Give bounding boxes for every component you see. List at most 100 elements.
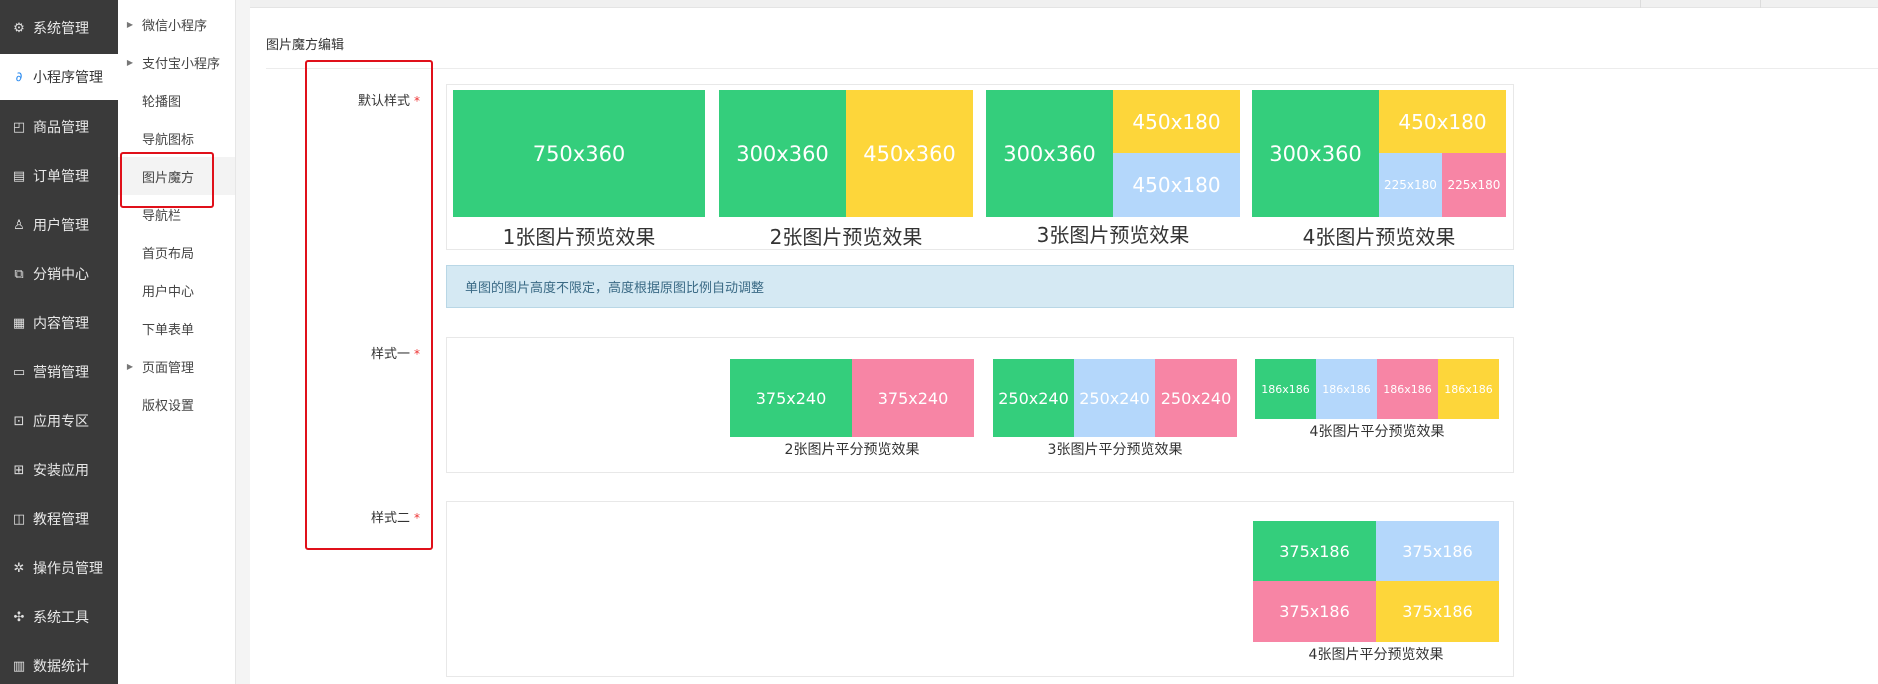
sidebar-item-label: 系统工具 [33,610,89,626]
sidebar-item-operators[interactable]: ✲ 操作员管理 [0,545,118,591]
submenu-item-label: 支付宝小程序 [142,56,221,72]
sidebar-item-label: 操作员管理 [33,561,103,577]
sidebar-item-marketing[interactable]: ▭ 营销管理 [0,349,118,395]
sidebar-item-label: 营销管理 [33,365,89,381]
style-two-panel[interactable]: 375x186 375x186 375x186 375x186 4张图片平分预览… [446,501,1514,677]
info-text: 单图的图片高度不限定，高度根据原图比例自动调整 [465,281,765,296]
preview-block: 225x180 [1442,153,1506,217]
preview-caption: 4张图片平分预览效果 [1308,647,1444,663]
book-icon: ◫ [12,511,26,527]
preview-caption: 2张图片平分预览效果 [784,442,920,458]
label-style-one: 样式一 * [270,343,420,362]
sidebar-item-miniprogram[interactable]: ∂ 小程序管理 [0,54,118,100]
preview-block: 225x180 [1379,153,1442,217]
preview-caption: 4张图片预览效果 [1302,225,1456,249]
sidebar-item-statistics[interactable]: ▥ 数据统计 [0,643,118,684]
sidebar-item-label: 商品管理 [33,120,89,136]
preview-caption: 2张图片预览效果 [769,225,923,249]
article-icon: ▦ [12,315,26,331]
preview-block: 375x186 [1253,581,1376,642]
label-style-two: 样式二* [270,507,420,526]
sidebar-item-orders[interactable]: ▤ 订单管理 [0,153,118,199]
preview-caption: 1张图片预览效果 [502,225,656,249]
user-icon: ♙ [13,217,25,233]
preview-block: 375x240 [852,359,974,437]
sidebar-item-users[interactable]: ♙ 用户管理 [0,202,118,248]
sidebar-item-system[interactable]: ⚙ 系统管理 [0,5,118,51]
submenu-item-label: 微信小程序 [142,18,208,34]
preview-block: 300x360 [986,90,1113,217]
submenu-item-image-cube[interactable]: 图片魔方 [118,157,235,195]
shopping-bag-icon: ◰ [12,119,26,135]
submenu-item-wechat[interactable]: ▶ 微信小程序 [118,5,235,43]
preview-block: 450x360 [846,90,973,217]
gear-icon: ⚙ [13,20,25,36]
style-one-panel[interactable]: 375x240 375x240 2张图片平分预览效果 250x240 250x2… [446,337,1514,473]
submenu-item-label: 导航栏 [142,208,182,224]
link-icon: ∂ [15,69,23,85]
submenu: ▶ 微信小程序 ▶ 支付宝小程序 轮播图 导航图标 图片魔方 导航栏 首页布局 … [118,0,236,684]
submenu-item-label: 用户中心 [142,284,195,300]
labels-highlight [305,60,433,550]
preview-block: 450x180 [1379,90,1506,153]
clipboard-icon: ▤ [12,168,26,184]
submenu-item-nav-icons[interactable]: 导航图标 [118,119,235,157]
sidebar-item-content[interactable]: ▦ 内容管理 [0,300,118,346]
sidebar-item-label: 安装应用 [33,463,89,479]
label-text: 样式一 [370,347,410,362]
submenu-item-label: 首页布局 [142,246,195,262]
info-notice: 单图的图片高度不限定，高度根据原图比例自动调整 [446,265,1514,308]
submenu-item-label: 轮播图 [142,94,182,110]
submenu-item-label: 图片魔方 [142,170,195,186]
label-default-style: 默认样式* [270,90,420,109]
submenu-item-label: 版权设置 [142,398,195,414]
submenu-item-navbar[interactable]: 导航栏 [118,195,235,233]
sidebar-item-products[interactable]: ◰ 商品管理 [0,104,118,150]
sidebar-item-tutorials[interactable]: ◫ 教程管理 [0,496,118,542]
preview-block: 750x360 [453,90,705,217]
divider [1760,0,1761,8]
caret-right-icon: ▶ [126,57,134,67]
sidebar-item-label: 用户管理 [33,218,89,234]
preview-block: 375x186 [1253,521,1376,581]
submenu-item-copyright[interactable]: 版权设置 [118,385,235,423]
submenu-item-order-form[interactable]: 下单表单 [118,309,235,347]
preview-block: 186x186 [1438,359,1499,419]
preview-block: 300x360 [1252,90,1379,217]
sidebar-item-label: 教程管理 [33,512,89,528]
page-title: 图片魔方编辑 [266,38,345,53]
caret-right-icon: ▶ [126,19,134,29]
sidebar-item-tools[interactable]: ✣ 系统工具 [0,594,118,640]
divider [266,68,1878,69]
network-icon: ⧉ [14,266,24,282]
preview-block: 450x180 [1113,90,1240,153]
preview-block: 250x240 [993,359,1074,437]
submenu-item-user-center[interactable]: 用户中心 [118,271,235,309]
main-sidebar: ⚙ 系统管理 ∂ 小程序管理 ◰ 商品管理 ▤ 订单管理 ♙ 用户管理 ⧉ 分销… [0,0,118,684]
submenu-item-label: 页面管理 [142,360,195,376]
sidebar-item-apps[interactable]: ⊡ 应用专区 [0,398,118,444]
sidebar-item-label: 分销中心 [33,267,89,283]
default-style-panel[interactable]: 750x360 1张图片预览效果 300x360 450x360 2张图片预览效… [446,84,1514,250]
sidebar-item-distribution[interactable]: ⧉ 分销中心 [0,251,118,297]
preview-block: 186x186 [1316,359,1377,419]
submenu-item-home-layout[interactable]: 首页布局 [118,233,235,271]
sidebar-item-label: 数据统计 [33,659,89,675]
bar-chart-icon: ▥ [12,658,26,674]
sidebar-item-install[interactable]: ⊞ 安装应用 [0,447,118,493]
cog-icon: ✲ [13,560,25,576]
tools-icon: ✣ [13,609,25,625]
top-strip [250,0,1878,8]
required-asterisk: * [414,511,420,525]
submenu-item-pages[interactable]: ▶ 页面管理 [118,347,235,385]
required-asterisk: * [414,347,420,361]
sidebar-item-label: 系统管理 [33,21,89,37]
sidebar-item-label: 小程序管理 [33,70,103,86]
submenu-item-carousel[interactable]: 轮播图 [118,81,235,119]
preview-block: 375x186 [1376,521,1499,581]
preview-caption: 4张图片平分预览效果 [1309,424,1445,440]
sidebar-item-label: 订单管理 [33,169,89,185]
submenu-item-alipay[interactable]: ▶ 支付宝小程序 [118,43,235,81]
ticket-icon: ▭ [12,364,26,380]
